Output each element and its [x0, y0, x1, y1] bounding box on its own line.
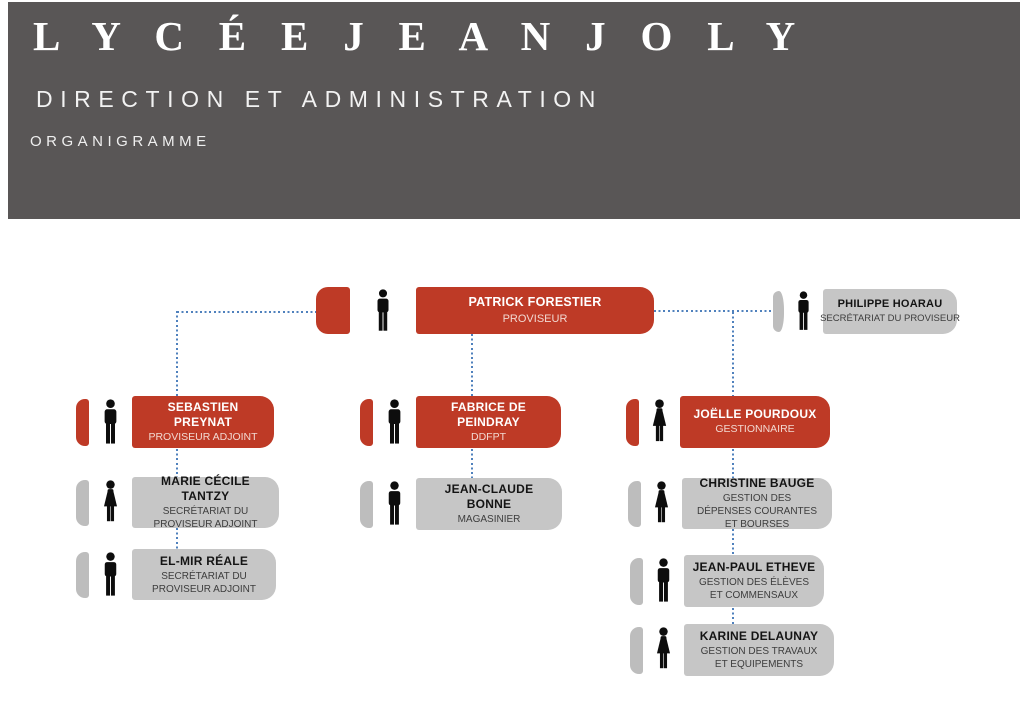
header-band: L Y C É E J E A N J O L Y DIRECTION ET A…: [8, 2, 1020, 219]
connector-right-branch-down: [732, 312, 734, 396]
gray-tab-shape: [360, 480, 373, 528]
gray-tab-shape: [630, 626, 643, 674]
person-role: DDFPT: [471, 430, 506, 443]
person-role: SECRÉTARIAT DU PROVISEUR: [820, 312, 960, 324]
gray-tab-shape: [76, 551, 89, 598]
person-name: PHILIPPE HOARAU: [837, 297, 943, 310]
org-box-peindray: FABRICE DE PEINDRAY DDFPT: [416, 396, 561, 448]
person-name: KARINE DELAUNAY: [699, 629, 819, 643]
org-box-etheve: JEAN-PAUL ETHEVE GESTION DES ÉLÈVES ET C…: [684, 555, 824, 607]
person-role: GESTIONNAIRE: [715, 423, 795, 436]
person-role: PROVISEUR ADJOINT: [148, 430, 258, 443]
person-name: FABRICE DE PEINDRAY: [450, 399, 527, 429]
female-person-icon: [103, 479, 118, 521]
person-role: GESTION DES DÉPENSES COURANTES ET BOURSE…: [696, 493, 818, 530]
org-box-pourdoux: JOËLLE POURDOUX GESTIONNAIRE: [680, 396, 830, 448]
red-tab-shape: [316, 287, 350, 334]
female-person-icon: [656, 627, 671, 669]
person-name: SEBASTIEN PREYNAT: [167, 399, 239, 429]
red-tab-shape: [76, 398, 89, 446]
male-person-icon: [377, 288, 389, 331]
male-person-icon: [388, 398, 401, 444]
org-box-delaunay: KARINE DELAUNAY GESTION DES TRAVAUX ET E…: [684, 624, 834, 676]
org-node-bauge: CHRISTINE BAUGE GESTION DES DÉPENSES COU…: [628, 476, 832, 530]
org-node-pourdoux: JOËLLE POURDOUX GESTIONNAIRE: [626, 396, 830, 448]
org-node-etheve: JEAN-PAUL ETHEVE GESTION DES ÉLÈVES ET C…: [630, 555, 824, 607]
page-subtitle: DIRECTION ET ADMINISTRATION: [36, 86, 603, 112]
gray-tab-shape: [628, 480, 641, 527]
connector-root-to-left-branch: [177, 311, 317, 313]
person-name: JEAN-PAUL ETHEVE: [692, 560, 816, 574]
person-name: CHRISTINE BAUGE: [699, 476, 815, 490]
org-box-preynat: SEBASTIEN PREYNAT PROVISEUR ADJOINT: [132, 396, 274, 448]
male-person-icon: [104, 398, 117, 444]
connector-tantzy-to-reale: [176, 528, 178, 549]
person-role: PROVISEUR: [502, 312, 568, 325]
connector-root-to-hoarau: [654, 310, 774, 312]
page-title: L Y C É E J E A N J O L Y: [33, 13, 808, 59]
connector-root-to-peindray: [471, 334, 473, 396]
person-role: GESTION DES TRAVAUX ET EQUIPEMENTS: [700, 646, 818, 670]
red-tab-shape: [360, 398, 373, 446]
female-person-icon: [652, 398, 667, 441]
person-role: SECRÉTARIAT DU PROVISEUR ADJOINT: [153, 506, 258, 530]
person-name: PATRICK FORESTIER: [468, 295, 602, 310]
person-role: MAGASINIER: [457, 514, 521, 525]
gray-tab-shape: [630, 557, 643, 605]
connector-bauge-to-etheve: [732, 529, 734, 555]
org-node-forestier: PATRICK FORESTIER PROVISEUR: [316, 287, 654, 334]
org-box-bauge: CHRISTINE BAUGE GESTION DES DÉPENSES COU…: [682, 476, 832, 530]
org-box-tantzy: MARIE CÉCILE TANTZY SECRÉTARIAT DU PROVI…: [132, 474, 279, 530]
org-box-hoarau: PHILIPPE HOARAU SECRÉTARIAT DU PROVISEUR: [820, 289, 960, 334]
org-node-preynat: SEBASTIEN PREYNAT PROVISEUR ADJOINT: [76, 396, 274, 448]
person-name: EL-MIR RÉALE: [159, 553, 249, 568]
org-node-tantzy: MARIE CÉCILE TANTZY SECRÉTARIAT DU PROVI…: [76, 474, 279, 530]
org-node-delaunay: KARINE DELAUNAY GESTION DES TRAVAUX ET E…: [630, 624, 834, 676]
connector-left-branch-down: [176, 311, 178, 396]
gray-tab-shape: [773, 291, 784, 332]
female-person-icon: [654, 480, 669, 522]
person-name: JOËLLE POURDOUX: [693, 407, 817, 422]
person-name: MARIE CÉCILE TANTZY: [161, 474, 250, 503]
male-person-icon: [657, 558, 670, 602]
org-box-bonne: JEAN-CLAUDE BONNE MAGASINIER: [416, 478, 562, 530]
org-node-reale: EL-MIR RÉALE SECRÉTARIAT DU PROVISEUR AD…: [76, 549, 276, 600]
male-person-icon: [388, 481, 401, 525]
connector-preynat-to-tantzy: [176, 449, 178, 477]
gray-tab-shape: [76, 479, 89, 526]
org-box-forestier: PATRICK FORESTIER PROVISEUR: [416, 287, 654, 334]
connector-peindray-to-bonne: [471, 449, 473, 478]
connector-pourdoux-to-bauge: [732, 449, 734, 478]
red-tab-shape: [626, 398, 639, 446]
person-role: GESTION DES ÉLÈVES ET COMMENSAUX: [698, 577, 810, 601]
person-name: JEAN-CLAUDE BONNE: [444, 482, 534, 511]
male-person-icon: [104, 551, 117, 596]
person-role: SECRÉTARIAT DU PROVISEUR ADJOINT: [152, 570, 256, 595]
org-node-hoarau: PHILIPPE HOARAU SECRÉTARIAT DU PROVISEUR: [773, 289, 960, 334]
org-node-bonne: JEAN-CLAUDE BONNE MAGASINIER: [360, 478, 562, 530]
org-box-reale: EL-MIR RÉALE SECRÉTARIAT DU PROVISEUR AD…: [132, 549, 276, 600]
page-caption: ORGANIGRAMME: [30, 133, 211, 150]
male-person-icon: [798, 291, 809, 330]
org-node-peindray: FABRICE DE PEINDRAY DDFPT: [360, 396, 561, 448]
connector-etheve-to-delaunay: [732, 608, 734, 625]
